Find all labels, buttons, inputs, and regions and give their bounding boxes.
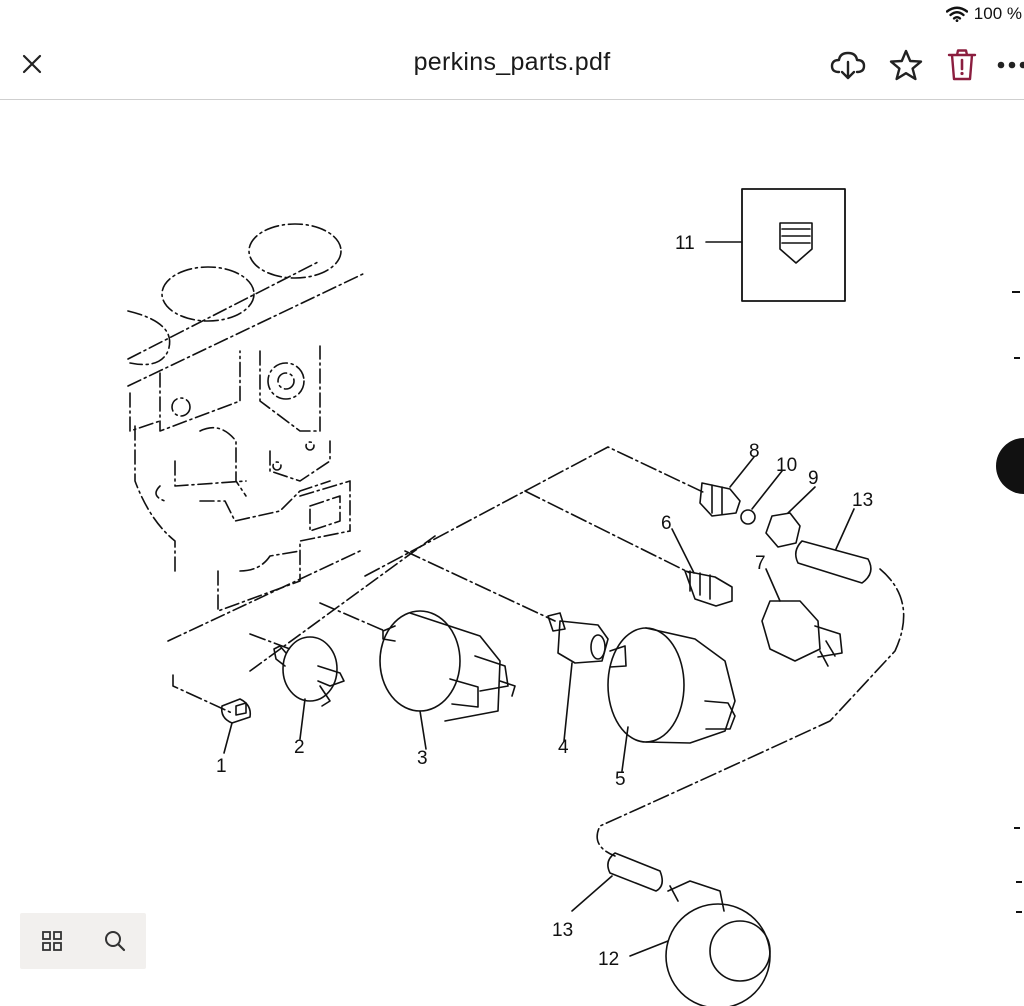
more-button[interactable] (996, 43, 1024, 87)
wifi-icon (945, 6, 968, 22)
toolbar: perkins_parts.pdf (0, 28, 1024, 100)
callout-3: 3 (417, 748, 428, 769)
search-button[interactable] (93, 919, 137, 963)
leader-lines (172, 446, 905, 857)
close-icon (22, 54, 42, 74)
more-horizontal-icon (997, 61, 1024, 69)
callout-9: 9 (808, 468, 819, 489)
star-icon (889, 49, 923, 81)
callout-12: 12 (598, 949, 619, 970)
parts-diagram: 11 1 2 3 4 5 6 7 8 9 10 13 13 12 (127, 188, 1022, 1006)
delete-button[interactable] (940, 43, 984, 87)
callout-2: 2 (294, 737, 305, 758)
callout-5: 5 (615, 769, 626, 790)
callout-13-upper: 13 (852, 490, 873, 511)
download-button[interactable] (826, 43, 870, 87)
callout-1: 1 (216, 756, 227, 777)
callout-7: 7 (755, 553, 766, 574)
callout-labels: 11 1 2 3 4 5 6 7 8 9 10 13 13 12 (216, 233, 873, 970)
cloud-download-icon (830, 51, 866, 80)
search-icon (104, 931, 125, 952)
thumbnails-button[interactable] (30, 919, 74, 963)
callout-4: 4 (558, 737, 569, 758)
pdf-page[interactable]: 11 1 2 3 4 5 6 7 8 9 10 13 13 12 (0, 101, 1024, 1006)
callout-6: 6 (661, 513, 672, 534)
callout-10: 10 (776, 455, 797, 476)
status-bar: 100 % (0, 0, 1024, 28)
callout-leaders (223, 456, 855, 957)
close-button[interactable] (12, 44, 52, 84)
callout-13-lower: 13 (552, 920, 573, 941)
callout-11: 11 (675, 233, 695, 254)
favorite-button[interactable] (884, 43, 928, 87)
callout-8: 8 (749, 441, 760, 462)
battery-percent: 100 % (973, 4, 1022, 23)
grid-icon (41, 931, 62, 951)
trash-icon (947, 49, 977, 81)
bottom-toolbar (20, 913, 146, 969)
engine-block-drawing (127, 223, 436, 672)
status-right: 100 % (945, 4, 1022, 24)
scan-marks (1012, 291, 1022, 913)
document-title: perkins_parts.pdf (413, 48, 611, 76)
